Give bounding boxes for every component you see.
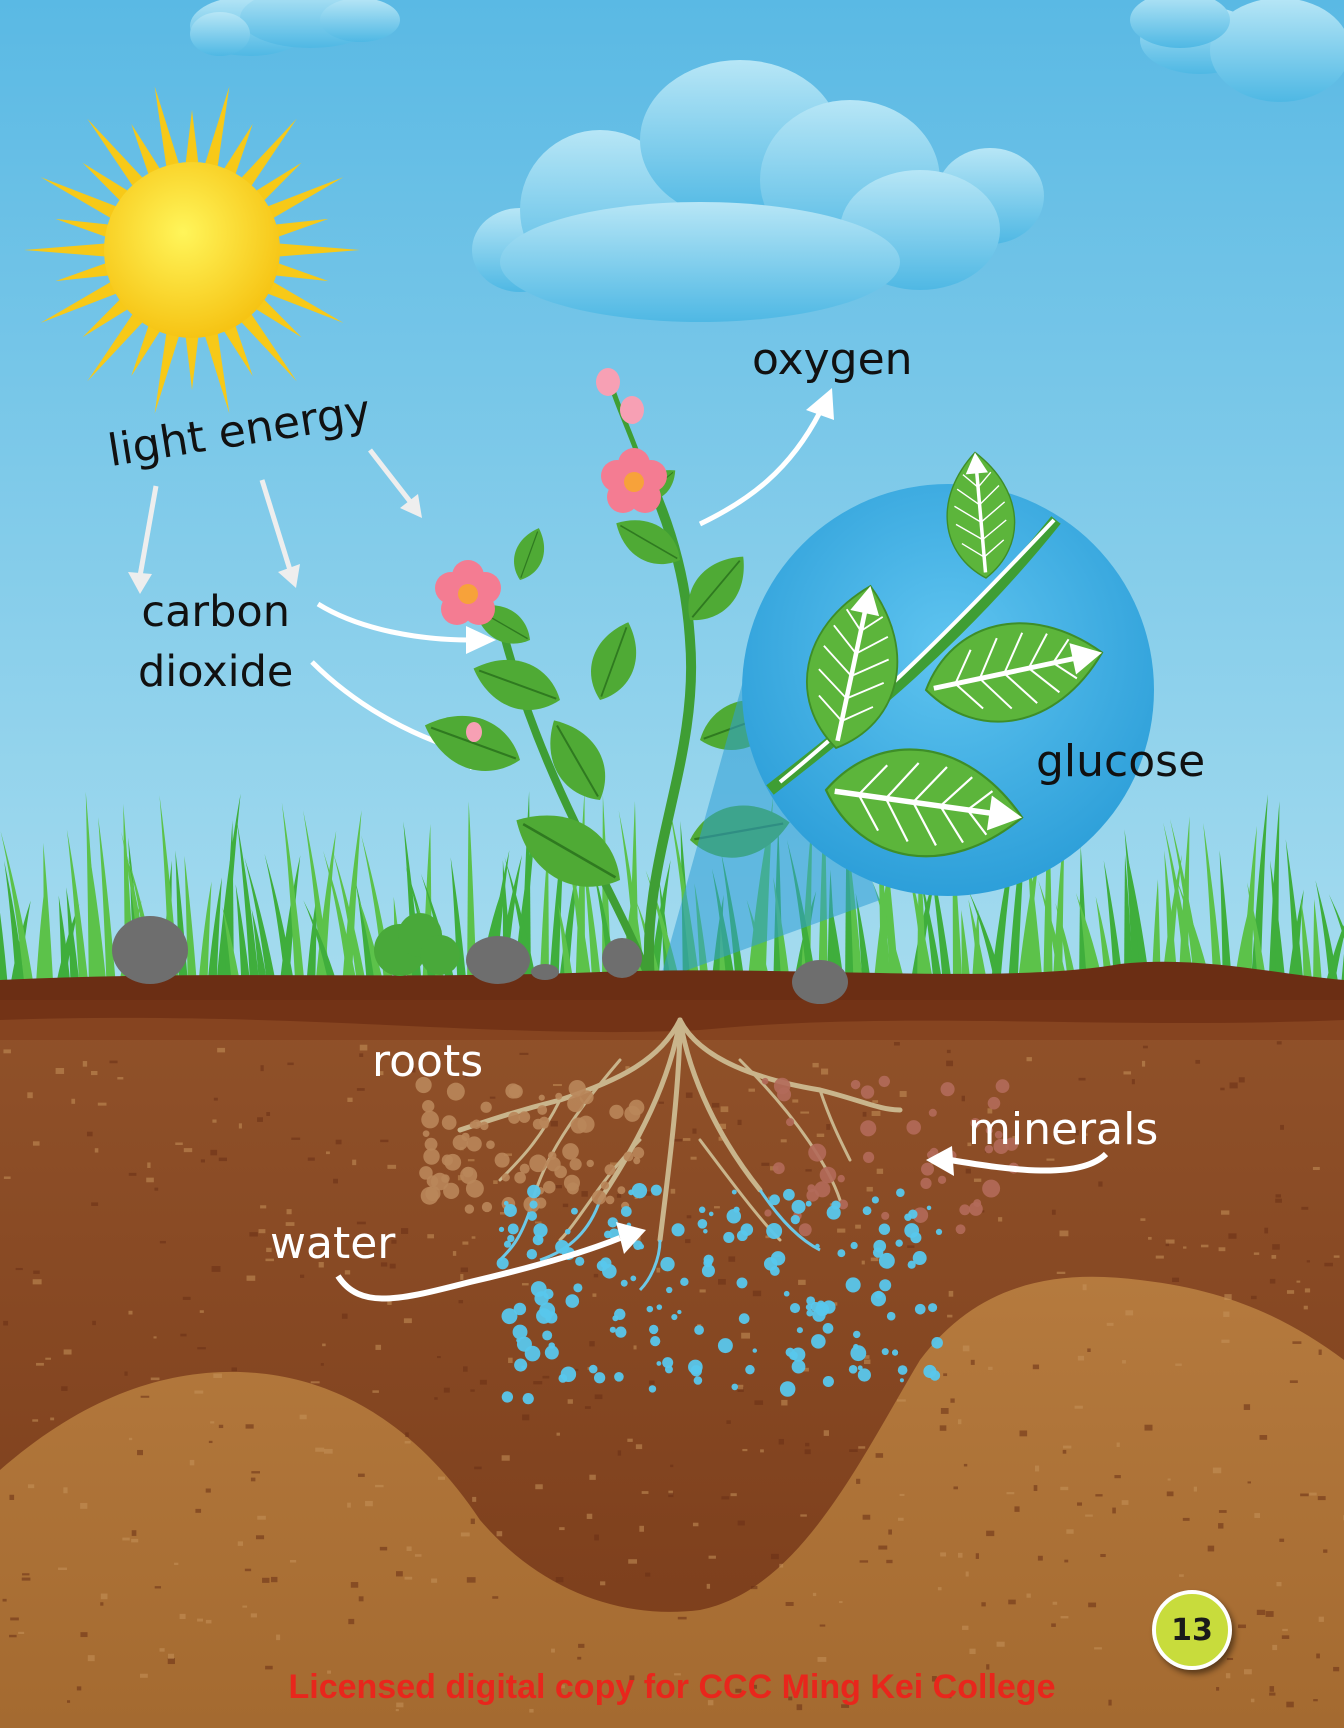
license-notice: Licensed digital copy for CCC Ming Kei C… — [0, 1668, 1344, 1707]
label-carbon: carbon — [138, 582, 293, 642]
label-carbon-dioxide: carbon dioxide — [138, 582, 293, 702]
label-oxygen: oxygen — [752, 338, 913, 382]
label-dioxide: dioxide — [138, 642, 293, 702]
label-minerals: minerals — [968, 1108, 1158, 1152]
page-number-badge: 13 — [1152, 1590, 1232, 1670]
label-roots: roots — [372, 1040, 483, 1084]
label-water: water — [270, 1222, 395, 1266]
page-number: 13 — [1171, 1613, 1213, 1648]
label-glucose: glucose — [1036, 740, 1205, 784]
